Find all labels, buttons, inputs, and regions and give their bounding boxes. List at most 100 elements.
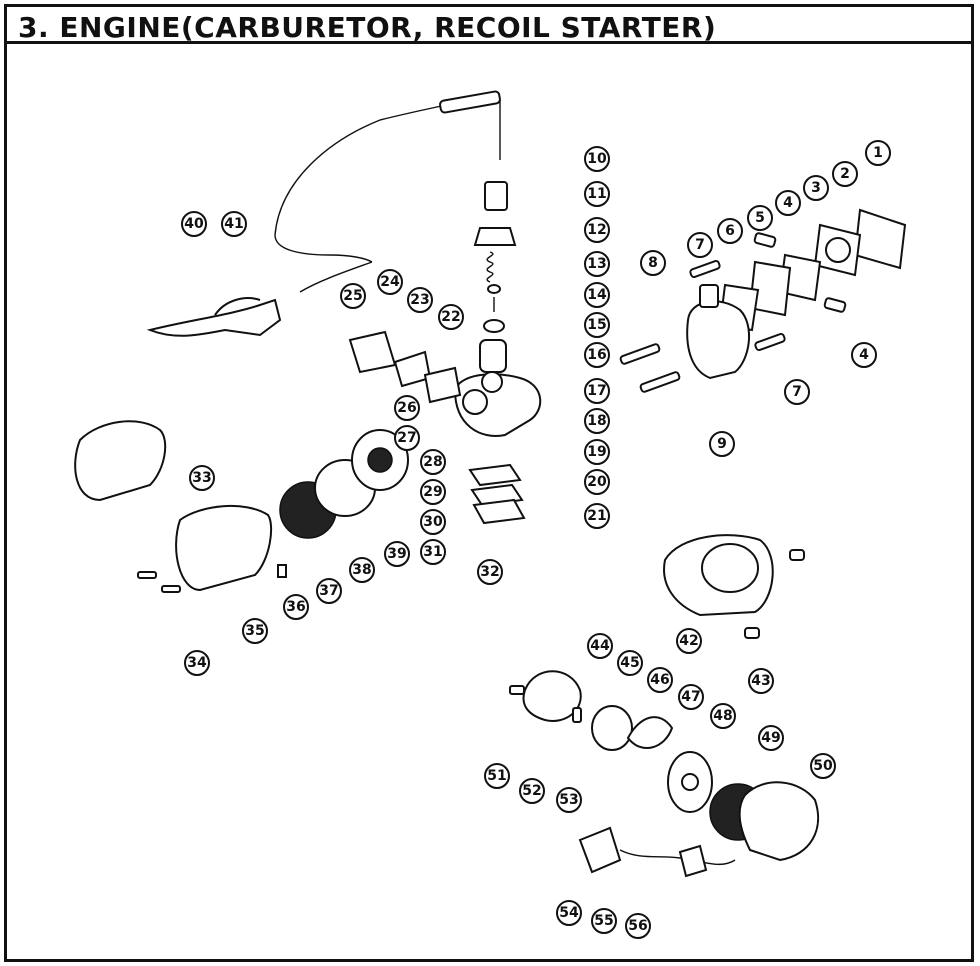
- svg-text:35: 35: [245, 623, 264, 639]
- svg-text:6: 6: [725, 223, 735, 239]
- label-4-top: 4: [775, 190, 801, 216]
- label-18: 18: [584, 408, 610, 434]
- label-21: 21: [584, 503, 610, 529]
- part-43-bolt-1: [789, 549, 805, 561]
- svg-text:13: 13: [587, 256, 606, 272]
- label-51: 51: [484, 763, 510, 789]
- part-44: [591, 705, 633, 751]
- label-55: 55: [591, 908, 617, 934]
- svg-text:3: 3: [811, 180, 821, 196]
- label-7-bottom: 7: [784, 379, 810, 405]
- svg-text:16: 16: [587, 347, 606, 363]
- label-24: 24: [377, 269, 403, 295]
- throttle-cable: [274, 94, 496, 263]
- svg-text:17: 17: [587, 383, 606, 399]
- svg-text:25: 25: [343, 288, 362, 304]
- label-35: 35: [242, 618, 268, 644]
- svg-text:8: 8: [648, 255, 658, 271]
- label-41: 41: [221, 211, 247, 237]
- label-47: 47: [678, 684, 704, 710]
- carburetor-bore: [462, 389, 488, 415]
- label-19: 19: [584, 439, 610, 465]
- label-17: 17: [584, 378, 610, 404]
- label-36: 36: [283, 594, 309, 620]
- label-4-bottom: 4: [851, 342, 877, 368]
- svg-text:20: 20: [587, 474, 607, 490]
- part-7-bolt-bottom: [754, 332, 786, 352]
- part-53: [572, 707, 582, 723]
- label-45: 45: [617, 650, 643, 676]
- svg-text:47: 47: [681, 689, 700, 705]
- svg-text:19: 19: [587, 444, 606, 460]
- label-1: 1: [865, 140, 891, 166]
- part-35-cover: [175, 504, 273, 592]
- label-28: 28: [420, 449, 446, 475]
- svg-text:26: 26: [397, 400, 416, 416]
- svg-text:29: 29: [423, 484, 442, 500]
- part-56-guide: [678, 844, 708, 878]
- label-48: 48: [710, 703, 736, 729]
- svg-text:50: 50: [813, 758, 833, 774]
- part-33-cover: [74, 420, 167, 502]
- svg-text:4: 4: [783, 195, 793, 211]
- part-50-housing: [738, 781, 820, 862]
- svg-text:10: 10: [587, 151, 607, 167]
- svg-text:5: 5: [755, 210, 765, 226]
- pump-gasket: [423, 366, 462, 404]
- part-15: [483, 319, 505, 333]
- svg-text:48: 48: [713, 708, 732, 724]
- label-37: 37: [316, 578, 342, 604]
- svg-text:40: 40: [184, 216, 204, 232]
- label-39: 39: [384, 541, 410, 567]
- label-31: 31: [420, 539, 446, 565]
- svg-text:12: 12: [587, 222, 606, 238]
- svg-text:55: 55: [594, 913, 613, 929]
- label-32: 32: [477, 559, 503, 585]
- svg-text:49: 49: [761, 730, 780, 746]
- svg-text:30: 30: [423, 514, 443, 530]
- label-10: 10: [584, 146, 610, 172]
- svg-text:24: 24: [380, 274, 400, 290]
- svg-text:9: 9: [717, 436, 727, 452]
- svg-text:37: 37: [319, 583, 338, 599]
- part-42-hub: [701, 543, 759, 593]
- pump-cover: [348, 330, 397, 374]
- svg-text:14: 14: [587, 287, 607, 303]
- svg-text:27: 27: [397, 430, 416, 446]
- part-31-plate: [472, 498, 526, 525]
- label-34: 34: [184, 650, 210, 676]
- label-14: 14: [584, 282, 610, 308]
- svg-text:7: 7: [792, 384, 802, 400]
- part-1-plate: [853, 208, 907, 270]
- part-43-bolt-2: [744, 627, 760, 639]
- label-49: 49: [758, 725, 784, 751]
- svg-text:7: 7: [695, 237, 705, 253]
- part-11: [473, 227, 517, 246]
- part-4-bolt-top: [753, 232, 777, 248]
- part-30-plate: [468, 463, 522, 487]
- part-48-center: [681, 773, 699, 791]
- label-22: 22: [438, 304, 464, 330]
- cable-end: [299, 261, 373, 293]
- label-40: 40: [181, 211, 207, 237]
- label-50: 50: [810, 753, 836, 779]
- part-7-bolt-top: [689, 259, 721, 279]
- label-26: 26: [394, 395, 420, 421]
- part-10: [484, 181, 508, 211]
- label-30: 30: [420, 509, 446, 535]
- label-29: 29: [420, 479, 446, 505]
- label-2: 2: [832, 161, 858, 187]
- part-45-46: [626, 716, 674, 749]
- svg-text:38: 38: [352, 562, 371, 578]
- svg-text:31: 31: [423, 544, 442, 560]
- label-42: 42: [676, 628, 702, 654]
- svg-text:41: 41: [224, 216, 243, 232]
- part-8-bolt-top: [619, 343, 661, 365]
- label-46: 46: [647, 667, 673, 693]
- svg-text:22: 22: [441, 309, 460, 325]
- label-12: 12: [584, 217, 610, 243]
- svg-text:46: 46: [650, 672, 669, 688]
- label-16: 16: [584, 342, 610, 368]
- svg-text:11: 11: [587, 186, 606, 202]
